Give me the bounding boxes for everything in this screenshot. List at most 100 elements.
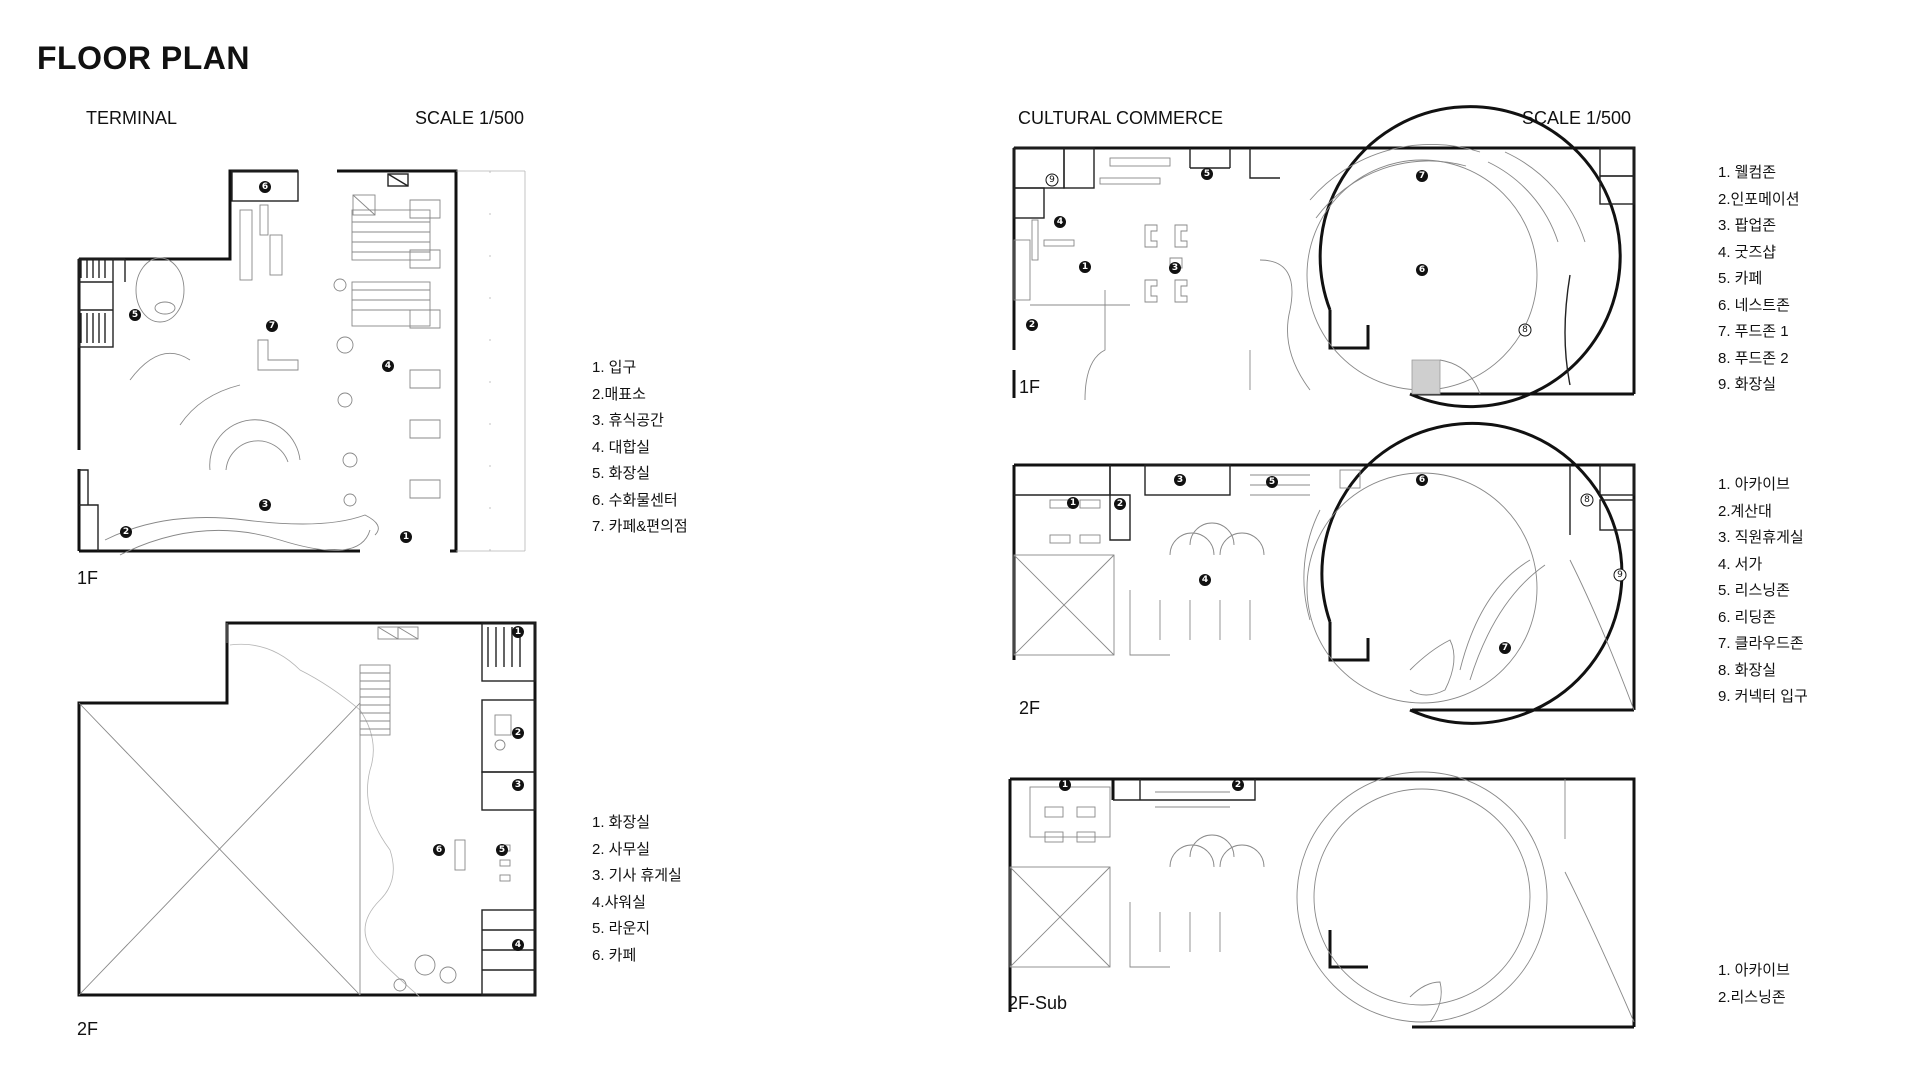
room-marker <box>1079 261 1091 273</box>
room-marker <box>1416 264 1428 276</box>
legend-item: 1. 화장실 <box>592 814 651 831</box>
terminal-2f-label: 2F <box>77 1019 99 1039</box>
legend-item: 6. 네스트존 <box>1718 296 1790 314</box>
cc-2f-markers: 1 2 3 4 5 6 7 8 9 <box>1067 474 1627 654</box>
terminal-2f-legend: 1. 화장실 2. 사무실 3. 기사 휴게실 4.샤워실 5. 라운지 6. … <box>592 810 682 969</box>
legend-item: 2.인포메이션 <box>1718 190 1800 208</box>
room-marker-number: 1 <box>403 532 409 542</box>
terminal-1f-label: 1F <box>77 568 99 588</box>
room-marker <box>1266 476 1278 488</box>
room-marker <box>1026 319 1038 331</box>
legend-item: 1. 아카이브 <box>1718 476 1790 493</box>
room-marker-number: 5 <box>1204 169 1210 179</box>
room-marker-number: 3 <box>515 780 521 790</box>
room-marker <box>129 309 141 321</box>
room-marker-number: 9 <box>1617 570 1623 580</box>
legend-item: 5. 라운지 <box>592 920 651 937</box>
cc-2f-legend: 1. 아카이브 2.계산대 3. 직원휴게실 4. 서가 5. 리스닝존 6. … <box>1718 472 1808 711</box>
legend-item: 7. 푸드존 1 <box>1718 323 1789 340</box>
room-marker-number: 4 <box>515 940 521 950</box>
room-marker-number: 3 <box>1172 263 1178 273</box>
legend-item: 2.계산대 <box>1718 502 1772 520</box>
room-marker-number: 1 <box>1070 498 1076 508</box>
legend-item: 2.매표소 <box>592 385 646 403</box>
room-marker-number: 1 <box>1062 780 1068 790</box>
page-title: FLOOR PLAN <box>37 40 250 76</box>
legend-item: 1. 웰컴존 <box>1718 164 1777 181</box>
room-marker-number: 7 <box>1419 171 1425 181</box>
room-marker <box>512 727 524 739</box>
room-marker <box>1045 173 1059 187</box>
room-marker-number: 4 <box>385 361 391 371</box>
cc-2f-sub-plan: 1 2 <box>1008 771 1636 1029</box>
cc-1f-legend: 1. 웰컴존 2.인포메이션 3. 팝업존 4. 굿즈샵 5. 카페 6. 네스… <box>1718 160 1800 399</box>
terminal-1f-legend: 1. 입구 2.매표소 3. 휴식공간 4. 대합실 5. 화장실 6. 수화물… <box>592 355 688 541</box>
room-marker <box>400 531 412 543</box>
cc-1f-label: 1F <box>1019 377 1041 397</box>
room-marker <box>1174 474 1186 486</box>
room-marker <box>1199 574 1211 586</box>
room-marker <box>1201 168 1213 180</box>
room-marker <box>1613 568 1627 582</box>
room-marker <box>1416 170 1428 182</box>
legend-item: 2. 사무실 <box>592 840 651 858</box>
room-marker <box>496 844 508 856</box>
legend-item: 3. 휴식공간 <box>592 412 664 429</box>
room-marker-number: 3 <box>1177 475 1183 485</box>
room-marker <box>259 499 271 511</box>
legend-item: 3. 기사 휴게실 <box>592 867 682 884</box>
room-marker <box>1499 642 1511 654</box>
legend-item: 9. 커넥터 입구 <box>1718 688 1808 705</box>
room-marker-number: 2 <box>123 527 129 537</box>
room-marker <box>1169 262 1181 274</box>
legend-item: 7. 클라우드존 <box>1718 635 1804 652</box>
room-marker <box>382 360 394 372</box>
room-marker-number: 2 <box>1235 780 1241 790</box>
terminal-2f-plan: 1 2 3 4 5 6 <box>77 621 537 998</box>
room-marker <box>266 320 278 332</box>
room-marker <box>1518 323 1532 337</box>
cc-2f-plan: 1 2 3 4 5 6 7 8 9 <box>1012 421 1636 725</box>
room-marker <box>1580 493 1594 507</box>
room-marker-number: 5 <box>1269 477 1275 487</box>
room-marker <box>433 844 445 856</box>
cc-2f-sub-markers: 1 2 <box>1059 779 1244 791</box>
legend-item: 4. 대합실 <box>592 438 651 456</box>
legend-item: 5. 화장실 <box>592 465 651 482</box>
room-marker-number: 6 <box>1419 475 1425 485</box>
room-marker <box>512 939 524 951</box>
room-marker <box>120 526 132 538</box>
room-marker <box>1054 216 1066 228</box>
room-marker-number: 1 <box>515 627 521 637</box>
cultural-commerce-section-label: CULTURAL COMMERCE <box>1018 108 1224 128</box>
room-marker-number: 5 <box>499 845 505 855</box>
terminal-scale-label: SCALE 1/500 <box>415 108 525 128</box>
legend-item: 5. 리스닝존 <box>1718 582 1790 599</box>
room-marker <box>1232 779 1244 791</box>
room-marker <box>1114 498 1126 510</box>
legend-item: 1. 입구 <box>592 359 637 376</box>
terminal-1f-plan: 1 2 3 4 5 6 7 <box>77 169 526 556</box>
room-marker <box>1067 497 1079 509</box>
cultural-commerce-scale-label: SCALE 1/500 <box>1522 108 1632 128</box>
room-marker-number: 6 <box>262 182 268 192</box>
legend-item: 8. 화장실 <box>1718 661 1777 679</box>
legend-item: 1. 아카이브 <box>1718 962 1790 979</box>
cc-2f-label: 2F <box>1019 698 1041 718</box>
legend-item: 9. 화장실 <box>1718 376 1777 393</box>
cc-1f-plan: 1 2 3 4 5 6 7 8 9 <box>1012 105 1636 409</box>
room-marker-number: 7 <box>269 321 275 331</box>
legend-item: 6. 카페 <box>592 946 637 964</box>
room-marker <box>512 779 524 791</box>
cc-1f-markers: 1 2 3 4 5 6 7 8 9 <box>1026 168 1532 337</box>
legend-item: 8. 푸드존 2 <box>1718 349 1789 367</box>
room-marker <box>512 626 524 638</box>
terminal-section-label: TERMINAL <box>86 108 178 128</box>
legend-item: 3. 직원휴게실 <box>1718 529 1804 546</box>
terminal-1f-markers: 1 2 3 4 5 6 7 <box>120 181 412 543</box>
room-marker <box>1416 474 1428 486</box>
room-marker-number: 5 <box>132 310 138 320</box>
legend-item: 6. 수화물센터 <box>592 491 678 509</box>
legend-item: 5. 카페 <box>1718 270 1763 287</box>
room-marker-number: 2 <box>1029 320 1035 330</box>
